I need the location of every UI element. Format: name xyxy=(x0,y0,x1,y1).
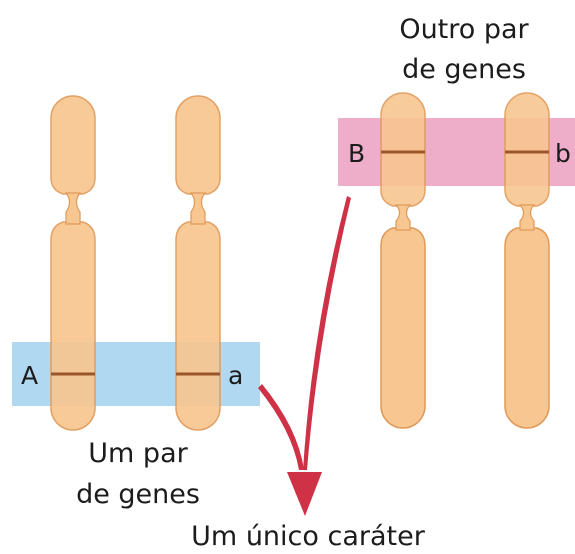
chromosome-3-short-arm xyxy=(380,92,426,207)
arrow-from-second-pair xyxy=(303,196,351,470)
chromosome-1-short-arm xyxy=(50,95,96,195)
chromosome-3 xyxy=(380,92,426,429)
chromosome-4 xyxy=(504,92,550,429)
allele-label-A: A xyxy=(21,361,38,390)
chromosome-1-long-arm xyxy=(50,221,96,431)
chromosome-2 xyxy=(175,95,221,431)
arrow-head xyxy=(287,472,322,516)
chromosome-3-long-arm xyxy=(380,227,426,429)
chromosome-2-short-arm xyxy=(175,95,221,195)
pair-two-label-line2: de genes xyxy=(402,54,526,85)
chromosome-3-centromere xyxy=(394,204,412,231)
chromosome-1-centromere xyxy=(64,192,82,225)
allele-label-a: a xyxy=(228,361,243,390)
result-label: Um único caráter xyxy=(191,521,426,552)
chromosome-1 xyxy=(50,95,96,431)
chromosome-2-centromere xyxy=(189,192,207,225)
converging-arrow xyxy=(258,196,351,516)
arrow-from-first-pair xyxy=(258,384,304,470)
chromosome-4-short-arm xyxy=(504,92,550,207)
chromosome-4-centromere xyxy=(518,204,536,231)
pair-two-label-line1: Outro par xyxy=(399,14,529,45)
pair-one-label-line2: de genes xyxy=(76,479,200,510)
allele-label-B: B xyxy=(348,139,365,168)
chromosome-4-long-arm xyxy=(504,227,550,429)
allele-label-b: b xyxy=(555,139,571,168)
pair-one-label-line1: Um par xyxy=(88,438,188,469)
chromosome-2-long-arm xyxy=(175,221,221,431)
blue-gene-pair-highlight xyxy=(12,342,260,406)
